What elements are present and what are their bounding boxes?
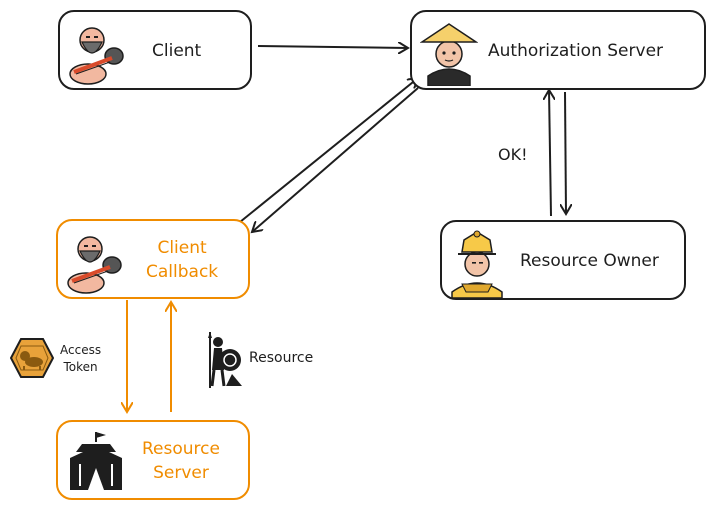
node-client[interactable]: Client	[58, 10, 252, 90]
client-label: Client	[152, 41, 202, 61]
authorization-server-label: Authorization Server	[488, 41, 664, 61]
emperor-icon	[448, 226, 506, 299]
arrow-auth-to-callback	[252, 87, 419, 232]
ok-label: OK!	[498, 145, 528, 164]
barbarian-icon	[66, 16, 126, 86]
access-token-label: Access Token	[60, 343, 102, 374]
node-resource-owner[interactable]: Resource Owner	[440, 220, 686, 300]
resource-server-label: Resource Server	[142, 439, 220, 483]
barbarian-icon	[64, 225, 124, 295]
monk-icon	[419, 18, 479, 87]
arrow-callback-to-auth	[239, 78, 418, 223]
lion-hexagon-token-icon	[9, 336, 55, 380]
tent-icon	[64, 428, 128, 494]
node-resource-server[interactable]: Resource Server	[56, 420, 250, 500]
node-authorization-server[interactable]: Authorization Server	[410, 10, 706, 90]
client-callback-label: Client Callback	[146, 238, 219, 282]
arrow-owner-to-auth	[549, 90, 551, 217]
resource-label: Resource	[249, 350, 314, 366]
knight-with-shield-icon	[202, 330, 248, 390]
node-client-callback[interactable]: Client Callback	[56, 219, 250, 299]
arrow-client-to-auth	[257, 46, 408, 48]
arrow-auth-to-owner	[565, 91, 566, 214]
resource-owner-label: Resource Owner	[520, 251, 659, 271]
